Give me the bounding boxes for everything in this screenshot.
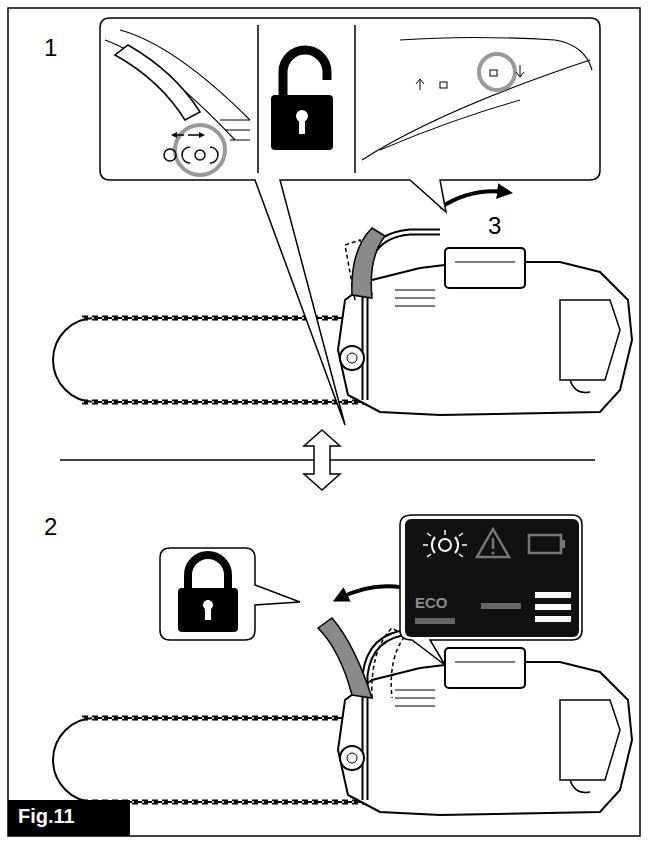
mode-label: ECO (415, 595, 448, 610)
callout-number: 1 (44, 36, 57, 60)
callout-number: 3 (488, 214, 501, 238)
figure-caption: Fig.11 (18, 806, 120, 826)
figure-caption-box: Fig.11 (8, 800, 130, 836)
display-panel: ECO (405, 519, 579, 637)
display-icons (405, 519, 579, 637)
callout-number: 2 (44, 515, 57, 539)
